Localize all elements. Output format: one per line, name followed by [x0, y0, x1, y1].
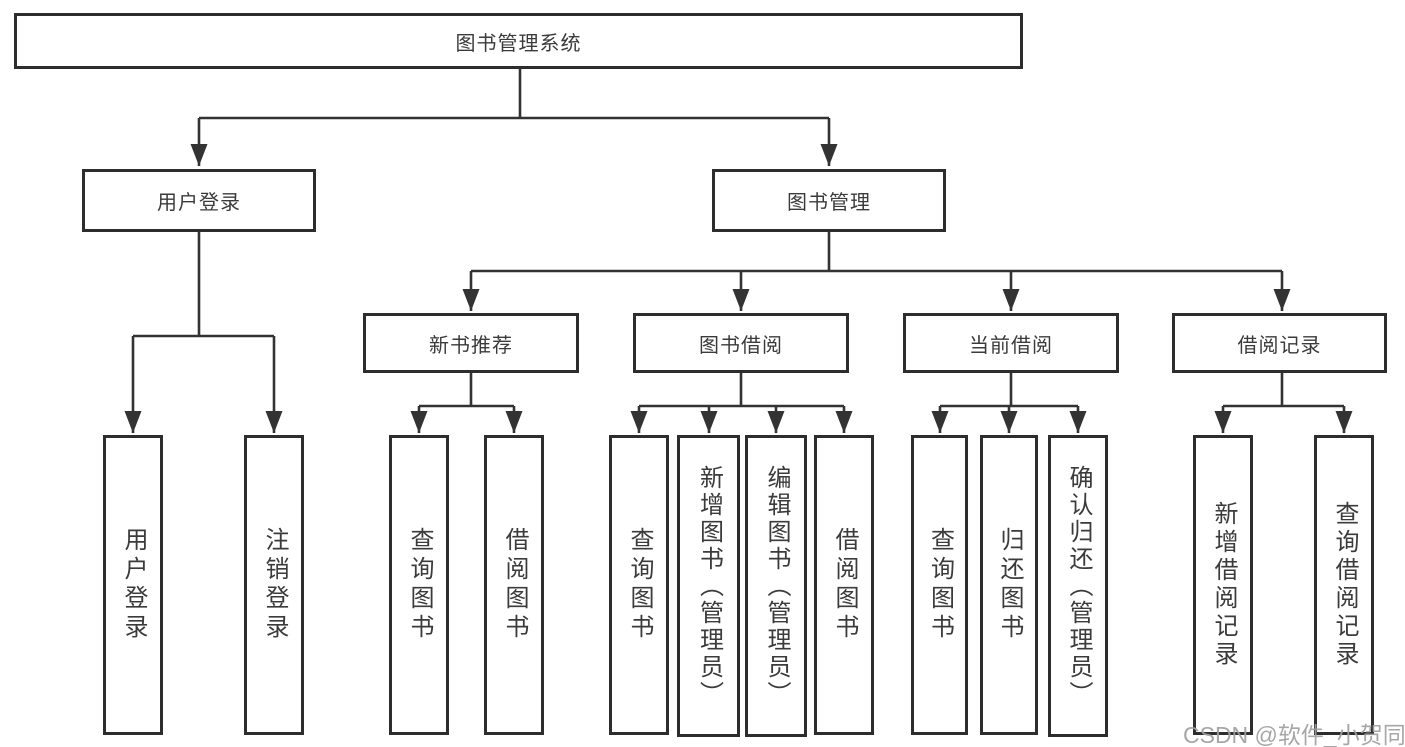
- leaf-query-books-current: 查询图书: [911, 435, 968, 735]
- leaf-query-books-borrow: 查询图书: [609, 435, 669, 735]
- leaf-label: 注销登录: [261, 527, 288, 643]
- leaf-label: 用户登录: [120, 527, 147, 643]
- leaf-label: 借阅图书: [831, 527, 858, 643]
- leaf-label: 新增图书（管理员）: [695, 464, 723, 708]
- leaf-confirm-return-admin: 确认归还（管理员）: [1048, 435, 1108, 737]
- node-current-borrow: 当前借阅: [903, 313, 1119, 373]
- node-label: 图书借阅: [699, 334, 783, 357]
- node-label: 新书推荐: [429, 334, 513, 357]
- node-label: 用户登录: [157, 192, 241, 214]
- node-library-management-system: 图书管理系统: [14, 13, 1023, 69]
- leaf-label: 查询图书: [626, 527, 653, 643]
- leaf-add-borrow-record: 新增借阅记录: [1193, 435, 1253, 735]
- leaf-add-books-admin: 新增图书（管理员）: [677, 435, 740, 737]
- node-borrow-records: 借阅记录: [1172, 313, 1387, 373]
- leaf-logout: 注销登录: [244, 435, 304, 735]
- node-label: 借阅记录: [1237, 334, 1322, 357]
- connector-arrows: [124, 118, 1353, 433]
- leaf-borrow-books: 借阅图书: [814, 435, 874, 735]
- leaf-label: 编辑图书（管理员）: [763, 464, 790, 708]
- connector-trunks: [133, 68, 1344, 408]
- node-book-borrow: 图书借阅: [633, 313, 849, 373]
- leaf-edit-books-admin: 编辑图书（管理员）: [745, 435, 807, 737]
- node-label: 图书管理: [787, 192, 871, 214]
- leaf-query-borrow-record: 查询借阅记录: [1314, 435, 1374, 735]
- node-label: 图书管理系统: [455, 32, 582, 55]
- node-book-management: 图书管理: [712, 169, 946, 232]
- leaf-return-books: 归还图书: [980, 435, 1038, 735]
- leaf-label: 借阅图书: [501, 527, 528, 643]
- node-user-login: 用户登录: [82, 169, 316, 232]
- leaf-label: 确认归还（管理员）: [1065, 464, 1092, 708]
- leaf-label: 查询借阅记录: [1331, 501, 1358, 669]
- leaf-borrow-books-recommend: 借阅图书: [484, 435, 544, 735]
- node-label: 当前借阅: [969, 334, 1053, 357]
- leaf-label: 归还图书: [996, 527, 1023, 643]
- leaf-label: 新增借阅记录: [1210, 501, 1237, 669]
- node-new-book-recommend: 新书推荐: [363, 313, 579, 373]
- csdn-watermark: CSDN @软件_小贺同学: [1183, 722, 1405, 747]
- leaf-user-login: 用户登录: [103, 435, 163, 735]
- leaf-label: 查询图书: [926, 527, 954, 643]
- leaf-query-books-recommend: 查询图书: [389, 435, 449, 735]
- leaf-label: 查询图书: [406, 527, 433, 643]
